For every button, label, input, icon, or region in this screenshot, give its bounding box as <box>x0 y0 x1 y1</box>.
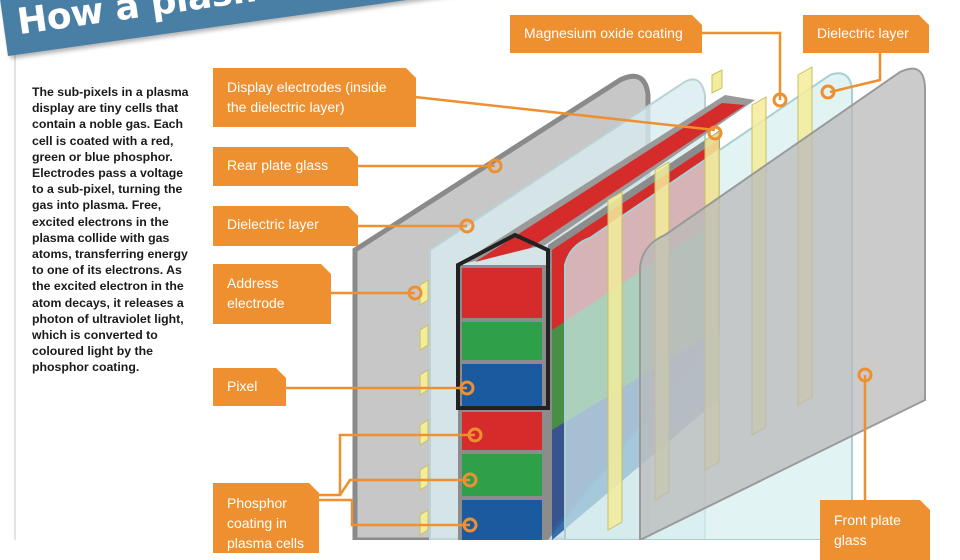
address-electrodes <box>419 69 723 536</box>
label-magnesium-oxide: Magnesium oxide coating <box>510 15 702 53</box>
label-display-electrodes: Display electrodes (inside the dielectri… <box>213 68 416 127</box>
label-front-plate: Front plate glass <box>820 500 930 560</box>
label-rear-plate: Rear plate glass <box>213 147 358 186</box>
plasma-diagram <box>285 31 926 540</box>
front-plate-glass <box>639 67 926 540</box>
intro-text: The sub-pixels in a plasma display are t… <box>32 85 189 375</box>
label-address-electrode: Address electrode <box>213 264 331 324</box>
leader-lines <box>285 31 882 527</box>
label-phosphor: Phosphor coating in plasma cells <box>213 483 319 553</box>
label-dielectric-left: Dielectric layer <box>213 206 358 246</box>
callout-markers <box>407 84 873 533</box>
label-dielectric-top: Dielectric layer <box>803 15 929 53</box>
page-edge <box>14 0 16 540</box>
label-pixel: Pixel <box>213 368 286 406</box>
